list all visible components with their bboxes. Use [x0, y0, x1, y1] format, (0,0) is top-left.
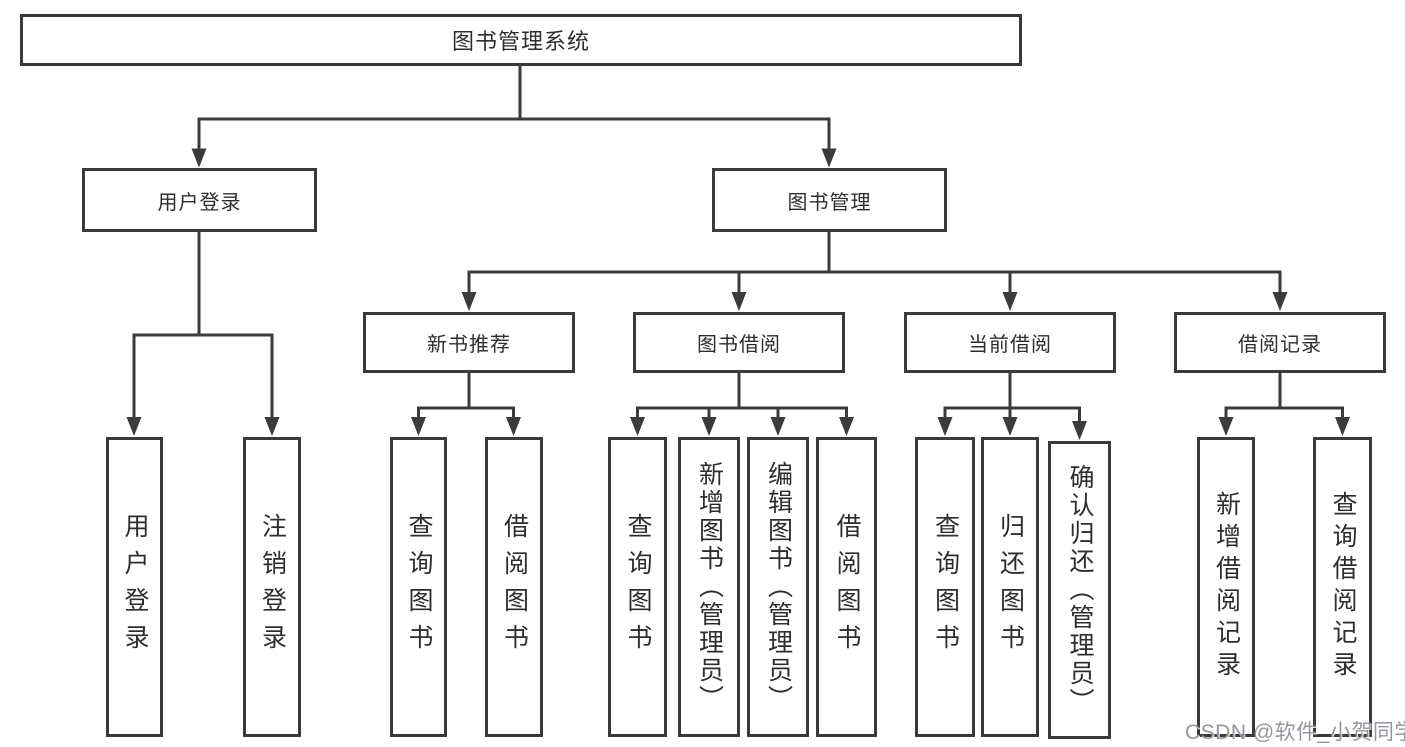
arrowhead [191, 148, 207, 168]
node-current-borrow: 当前借阅 [904, 312, 1116, 373]
arrowhead [1072, 421, 1087, 440]
leaf-user-login: 用户登录 [106, 437, 163, 737]
leaf-user-login-label: 用户登录 [121, 513, 149, 661]
arrowhead [821, 148, 837, 168]
node-user-login: 用户登录 [82, 168, 317, 232]
leaf-add-books-admin: 新增图书（管理员） [678, 437, 740, 737]
leaf-borrow-books: 借阅图书 [485, 437, 543, 737]
node-library-system: 图书管理系统 [20, 14, 1022, 66]
leaf-logout: 注销登录 [243, 437, 301, 737]
node-new-book-recommend: 新书推荐 [363, 312, 575, 373]
arrowhead [1218, 417, 1234, 436]
node-library-system-label: 图书管理系统 [451, 29, 590, 54]
node-user-login-label: 用户登录 [157, 191, 242, 214]
node-book-management: 图书管理 [712, 168, 947, 232]
arrowhead [1272, 292, 1288, 311]
arrowhead [731, 292, 747, 311]
arrowhead [1002, 417, 1018, 436]
arrowhead [937, 417, 953, 436]
leaf-add-books-admin-label: 新增图书（管理员） [695, 461, 724, 713]
arrowhead [630, 417, 645, 436]
leaf-query-books: 查询图书 [608, 437, 667, 737]
node-borrow-records-label: 借阅记录 [1238, 334, 1322, 356]
node-new-book-recommend-label: 新书推荐 [427, 334, 511, 356]
node-book-borrow: 图书借阅 [633, 312, 845, 373]
arrowhead [126, 417, 142, 436]
node-borrow-records: 借阅记录 [1174, 312, 1386, 373]
arrowhead [506, 417, 521, 436]
arrowhead [701, 417, 717, 436]
leaf-edit-books-admin-label: 编辑图书（管理员） [764, 461, 793, 713]
leaf-query-borrow-record: 查询借阅记录 [1313, 437, 1372, 737]
leaf-logout-label: 注销登录 [258, 513, 287, 661]
leaf-add-borrow-record-label: 新增借阅记录 [1212, 491, 1241, 683]
leaf-confirm-return-admin-label: 确认归还（管理员） [1066, 464, 1094, 716]
leaf-borrow-books: 借阅图书 [816, 437, 877, 737]
node-book-management-label: 图书管理 [787, 191, 872, 214]
leaf-return-books: 归还图书 [981, 437, 1039, 737]
csdn-watermark: CSDN @软件_小贺同学 [1185, 721, 1405, 744]
leaf-add-borrow-record: 新增借阅记录 [1197, 437, 1255, 737]
leaf-query-books: 查询图书 [390, 437, 447, 737]
arrowhead [839, 417, 854, 436]
leaf-query-books-label: 查询图书 [931, 513, 960, 661]
leaf-query-books-label: 查询图书 [624, 513, 652, 661]
arrowhead [264, 417, 280, 436]
node-book-borrow-label: 图书借阅 [697, 334, 781, 356]
leaf-query-books-label: 查询图书 [405, 513, 433, 661]
arrowhead [1335, 417, 1350, 436]
leaf-edit-books-admin: 编辑图书（管理员） [747, 437, 809, 737]
arrowhead [770, 417, 786, 436]
arrowhead [411, 417, 426, 436]
arrowhead [1002, 292, 1018, 311]
leaf-borrow-books-label: 借阅图书 [833, 513, 861, 661]
node-current-borrow-label: 当前借阅 [968, 334, 1052, 356]
leaf-query-borrow-record-label: 查询借阅记录 [1329, 491, 1357, 683]
leaf-return-books-label: 归还图书 [996, 513, 1025, 661]
leaf-confirm-return-admin: 确认归还（管理员） [1048, 441, 1111, 739]
leaf-borrow-books-label: 借阅图书 [500, 513, 529, 661]
arrowhead [461, 292, 477, 311]
leaf-query-books: 查询图书 [915, 437, 975, 737]
